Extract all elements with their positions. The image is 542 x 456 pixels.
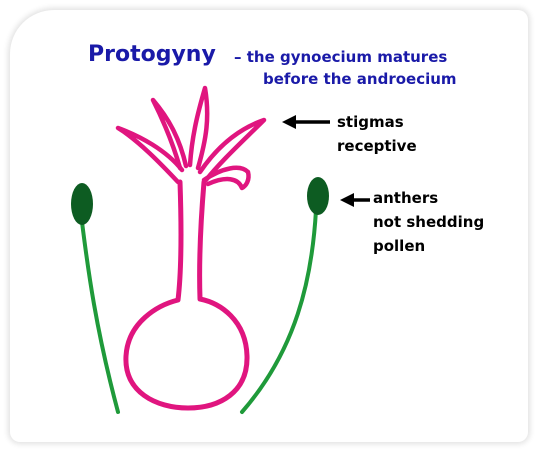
anthers-label-line-2: not shedding <box>373 210 484 234</box>
anthers-label: anthers not shedding pollen <box>373 186 484 258</box>
stigmas-label-line-1: stigmas <box>337 110 417 134</box>
right-anther <box>307 177 329 215</box>
stigma-lobes <box>118 88 264 188</box>
left-filament <box>82 222 118 412</box>
anthers-label-line-1: anthers <box>373 186 484 210</box>
stigmas-label-line-2: receptive <box>337 134 417 158</box>
right-filament <box>242 210 316 412</box>
arrow-to-stigmas <box>282 115 330 129</box>
left-anther <box>71 183 93 225</box>
stigmas-label: stigmas receptive <box>337 110 417 158</box>
ovary <box>126 182 247 408</box>
arrow-to-anthers <box>340 193 370 207</box>
anthers-label-line-3: pollen <box>373 234 484 258</box>
